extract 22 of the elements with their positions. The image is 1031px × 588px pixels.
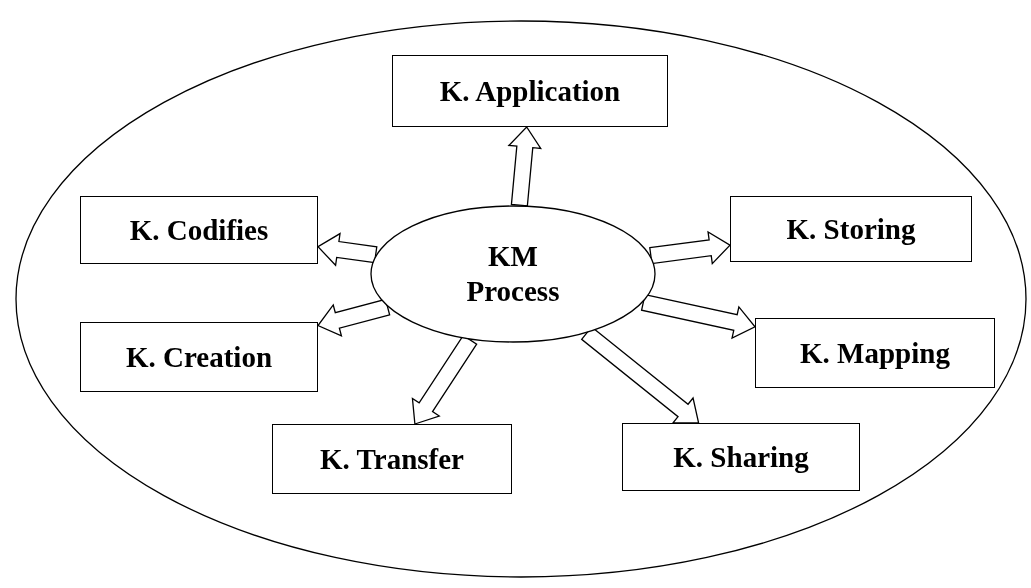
- block-arrow: [507, 125, 543, 207]
- process-box: [622, 423, 860, 491]
- node-label: K. Creation: [125, 339, 273, 375]
- process-box: [80, 322, 318, 392]
- node-label: K. Mapping: [800, 335, 950, 371]
- block-arrow: [317, 298, 391, 338]
- node-label: K. Sharing: [673, 439, 809, 475]
- node-label: K. Storing: [786, 211, 916, 247]
- node-label: K. Transfer: [320, 441, 464, 477]
- node-label: K. Application: [439, 73, 621, 109]
- node-label: KM Process: [465, 239, 561, 309]
- block-arrow: [640, 293, 756, 340]
- process-box: [392, 55, 668, 127]
- block-arrow: [316, 232, 378, 267]
- process-box: [272, 424, 512, 494]
- process-box: [755, 318, 995, 388]
- process-box: [80, 196, 318, 264]
- block-arrow: [649, 230, 732, 266]
- boundary-ellipse: [15, 20, 1027, 578]
- node-label: K. Codifies: [129, 212, 269, 248]
- center-ellipse: [370, 205, 656, 343]
- process-box: [730, 196, 972, 262]
